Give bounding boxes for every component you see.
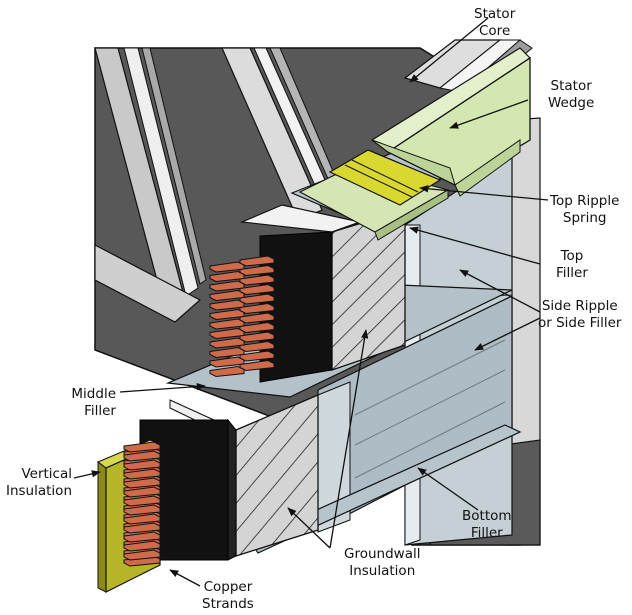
leader-lines <box>73 17 549 587</box>
copper-strand <box>123 540 161 552</box>
copper-strand <box>123 486 161 498</box>
copper-strand <box>239 274 275 286</box>
copper-strand <box>123 441 161 453</box>
copper-strand <box>239 255 275 267</box>
copper-strand <box>209 365 245 378</box>
groundwall-top <box>239 204 406 383</box>
copper-strand <box>123 513 161 525</box>
copper-strand <box>123 495 161 507</box>
stator-wedge <box>370 47 531 197</box>
copper-strand <box>123 468 161 480</box>
copper-strand <box>123 477 161 489</box>
copper-strand <box>239 264 275 277</box>
top-ripple-spring <box>298 149 450 241</box>
copper-strand <box>239 283 275 296</box>
copper-strand <box>123 522 161 534</box>
copper-strand <box>239 340 275 353</box>
copper-strand <box>239 293 275 305</box>
copper-strand <box>239 359 275 372</box>
copper-strand <box>239 321 275 334</box>
copper-strand <box>239 302 275 315</box>
copper-strands-top <box>209 255 275 378</box>
groundwall-bottom <box>139 394 319 561</box>
copper-strands-bottom <box>123 441 161 567</box>
copper-strand <box>123 459 161 471</box>
copper-strand <box>123 531 161 543</box>
copper-strand <box>239 331 275 343</box>
copper-strand <box>123 450 161 462</box>
copper-strand <box>239 312 275 324</box>
copper-strand <box>123 504 161 516</box>
copper-strand <box>123 549 161 561</box>
copper-strand <box>239 350 275 362</box>
